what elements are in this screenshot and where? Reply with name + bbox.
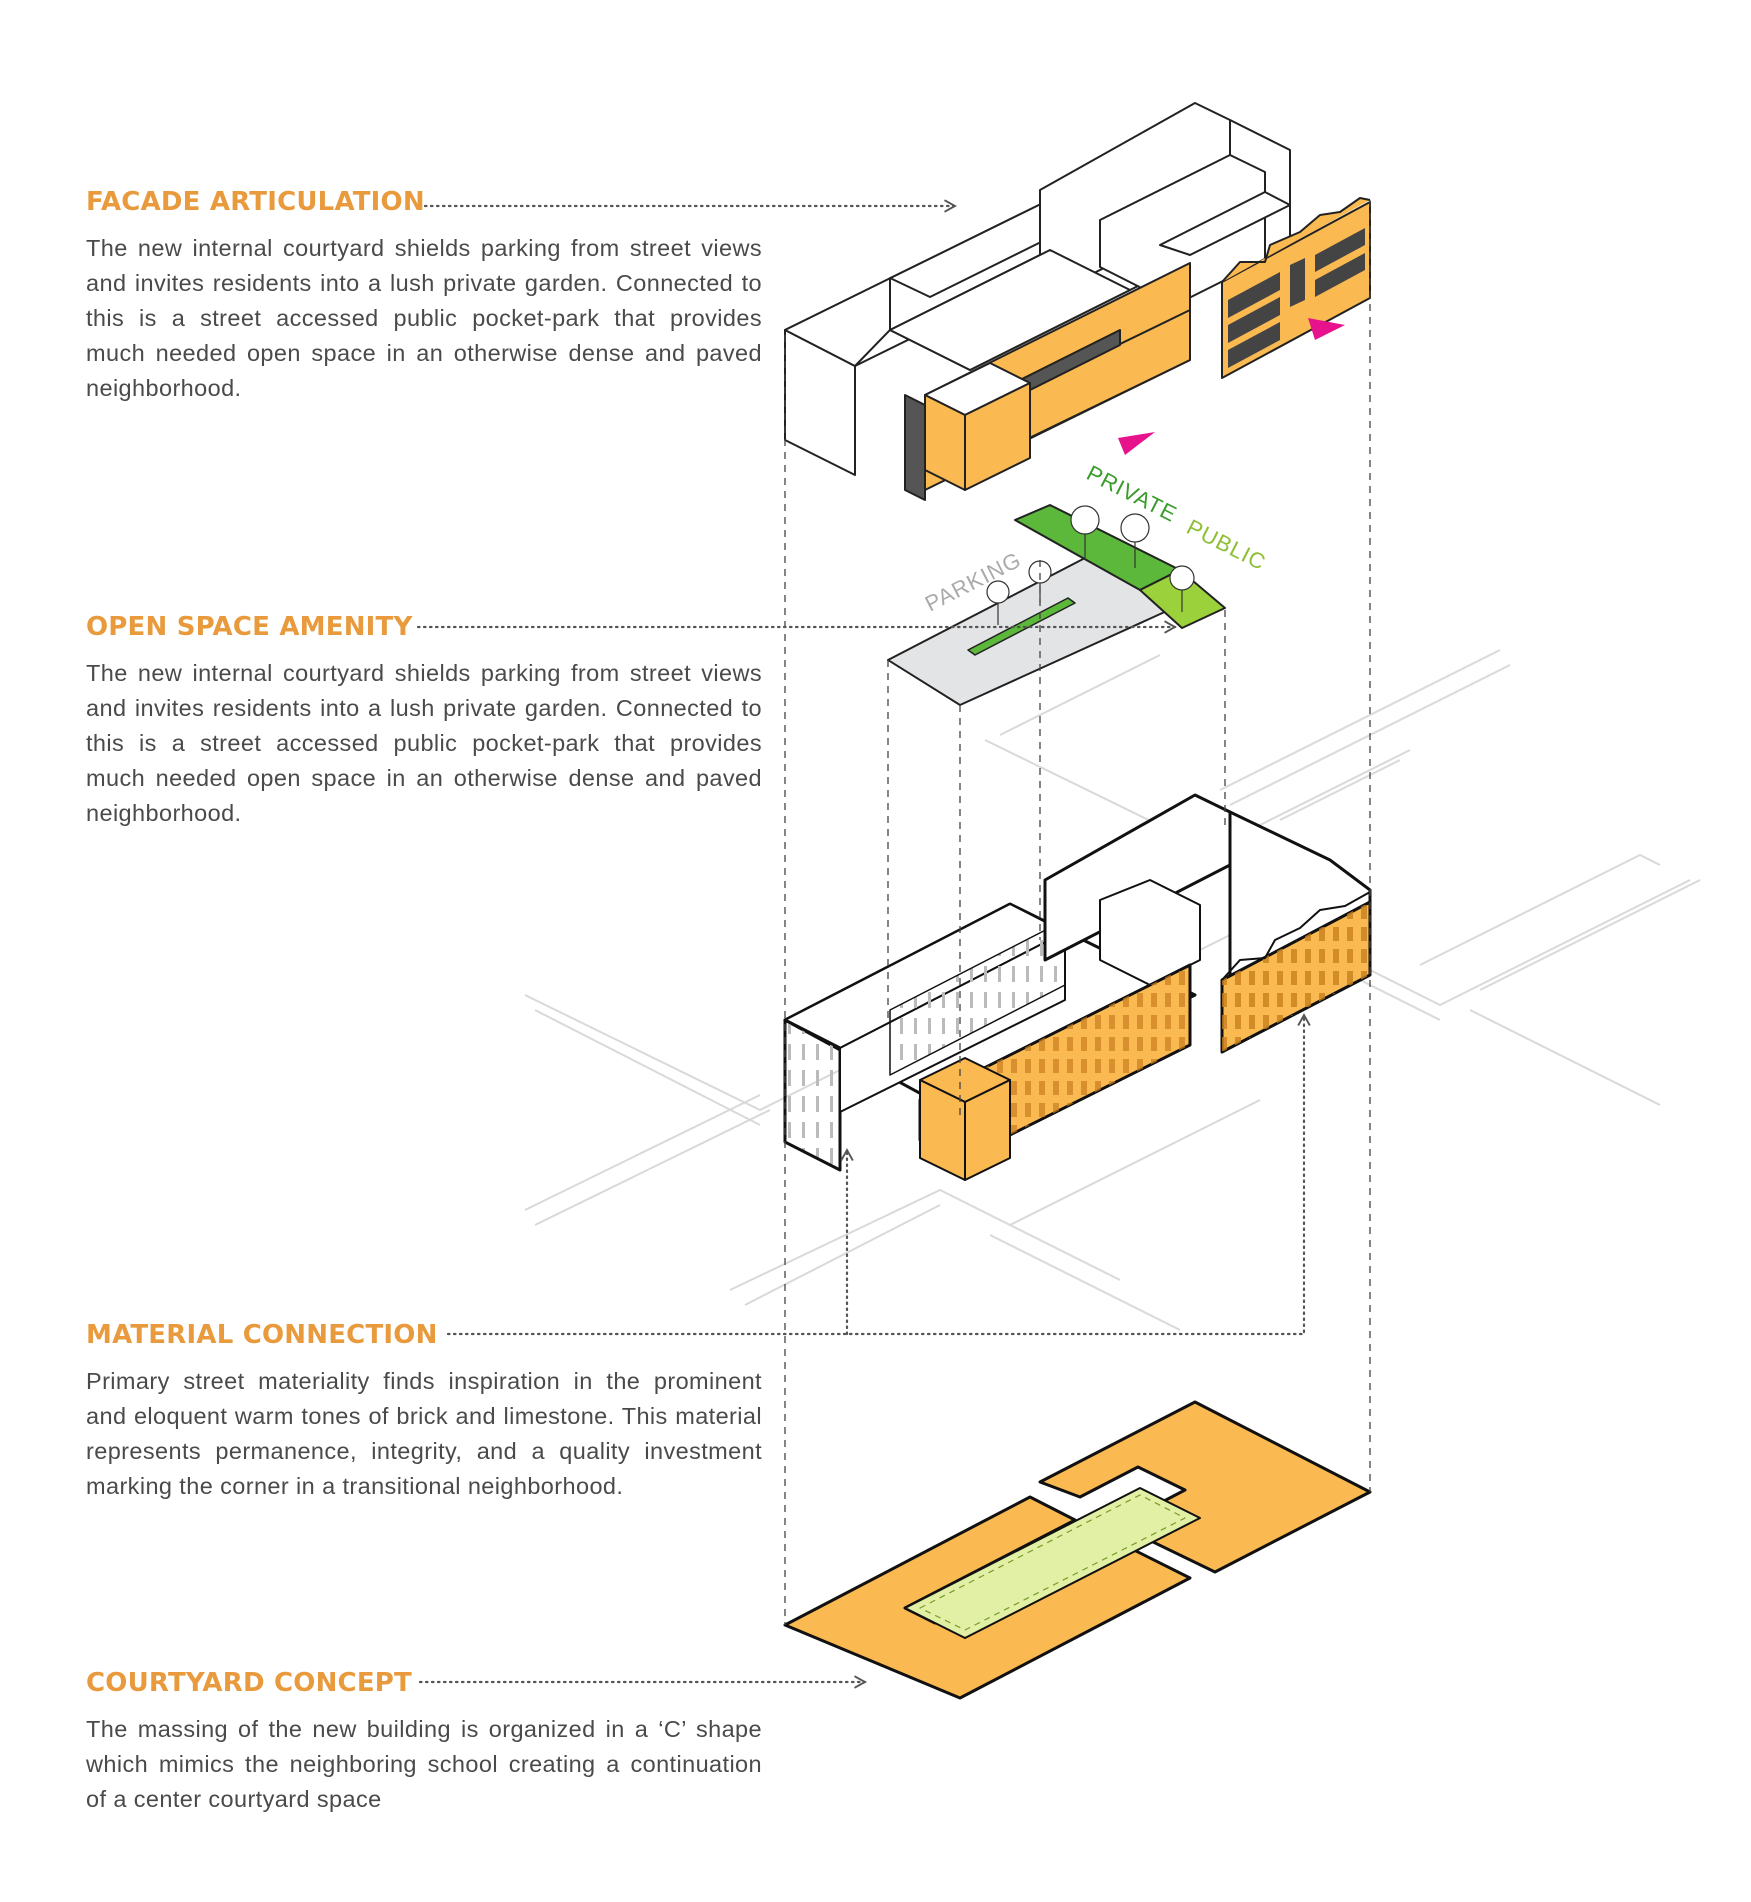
public-label: PUBLIC [1183,514,1271,575]
tree-icon [1121,514,1149,542]
building-massing [785,795,1370,1180]
tree-icon [1170,566,1194,590]
courtyard-concept-massing [785,1402,1370,1698]
facade-articulation-massing [785,103,1370,500]
entry-arrow-icon [1118,432,1155,455]
tree-icon [1071,506,1099,534]
